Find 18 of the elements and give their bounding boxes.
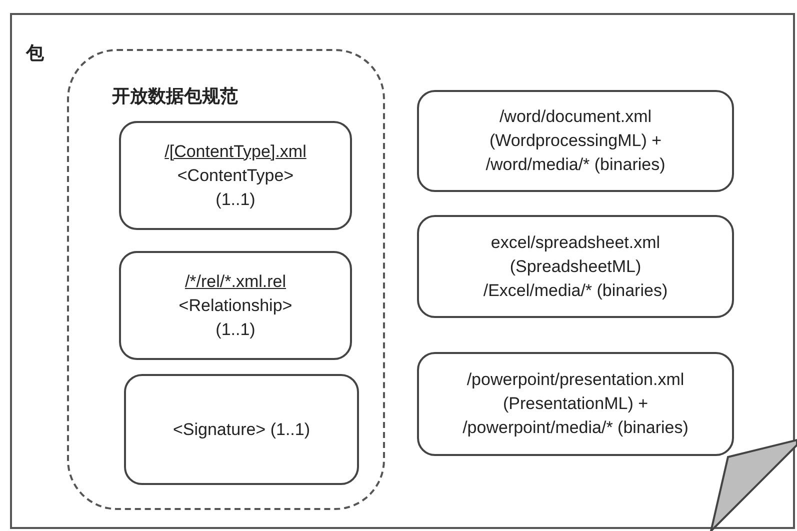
part-box [417, 90, 734, 192]
file-path-text: /*/rel/*.xml.rel [184, 270, 286, 292]
group-title: 包 [26, 42, 44, 65]
part-text: /word/document.xml (WordprocessingML) + /word/media/* (binaries) [484, 106, 666, 176]
part-box [119, 121, 352, 230]
part-box [417, 352, 734, 456]
part-box [119, 251, 352, 360]
part-text: <Signature> (1..1) [172, 418, 310, 440]
part-text: excel/spreadsheet.xml (SpreadsheetML) /Excel/media/* (binaries) [482, 232, 669, 302]
part-box [124, 374, 359, 485]
part-box [417, 215, 734, 318]
package-frame [10, 13, 795, 529]
spec-group [67, 49, 385, 510]
group-title: 开放数据包规范 [112, 85, 238, 108]
part-text: <ContentType> (1..1) [176, 164, 295, 210]
part-text: /powerpoint/presentation.xml (PresentationML) + /powerpoint/media/* (binaries) [462, 369, 690, 439]
file-path-text: /[ContentType].xml [164, 140, 306, 162]
part-text: <Relationship> (1..1) [178, 294, 294, 340]
